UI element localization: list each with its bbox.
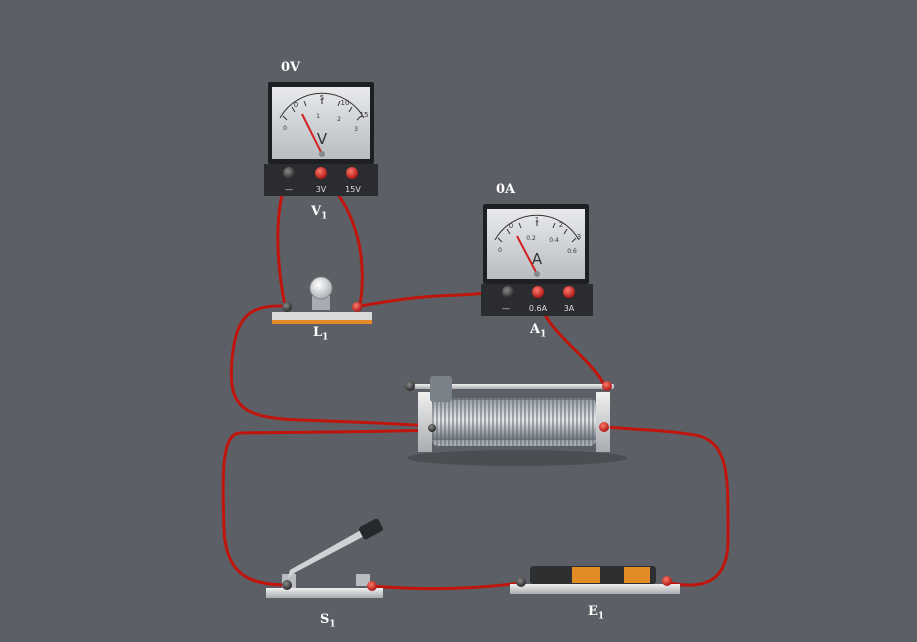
wire-lamp-rheostat[interactable] (229, 304, 434, 428)
switch-terminal-right[interactable] (367, 581, 377, 591)
rheostat-slider[interactable] (430, 376, 452, 402)
ammeter-scale-bottom-2: 0.4 (549, 237, 559, 244)
voltmeter-scale-bottom-2: 2 (337, 116, 341, 123)
ammeter-scale-top-2: 2 (559, 221, 563, 229)
ammeter-label-letter: A (530, 322, 541, 337)
lamp-label-sub: 1 (322, 332, 329, 343)
ammeter-label-sub: 1 (540, 329, 547, 340)
voltmeter-terminal-label-3v: 3V (316, 185, 327, 194)
voltmeter-scale-bottom-1: 1 (316, 113, 320, 120)
lamp-label-letter: L (313, 325, 323, 340)
ammeter-needle (516, 235, 538, 275)
rheostat-shadow (407, 450, 627, 466)
voltmeter-label-sub: 1 (321, 211, 328, 222)
voltmeter-scale-top-1: 5 (320, 94, 324, 102)
voltmeter-scale-arc (279, 92, 365, 119)
battery-label-sub: 1 (597, 611, 605, 622)
ammeter-reading: 0A (496, 182, 516, 197)
wire-rheostat-switch[interactable] (221, 428, 434, 587)
rheostat-terminal-top-right[interactable] (602, 381, 612, 391)
rheostat[interactable] (405, 376, 627, 466)
wires (221, 174, 730, 591)
rheostat-terminal-slider-end[interactable] (405, 381, 415, 391)
rheostat-coil (432, 398, 596, 446)
ammeter-scale-bottom-0: 0 (498, 247, 502, 254)
voltmeter-pivot (319, 151, 325, 157)
rheostat-terminal-bottom-left[interactable] (428, 424, 436, 432)
lamp-label: L1 (313, 325, 328, 343)
ammeter-terminal-label-0-6a: 0.6A (529, 304, 548, 313)
lamp-terminal-left[interactable] (282, 302, 292, 312)
ammeter-terminal-neg[interactable] (502, 286, 514, 298)
switch-blade[interactable] (288, 526, 372, 578)
bulb-icon (309, 276, 333, 300)
ammeter[interactable]: 0 1 2 3 0 0.2 0.4 0.6 A — 0.6A 3A (481, 204, 593, 316)
ammeter-terminal-label-neg: — (502, 304, 510, 313)
voltmeter-reading: 0V (281, 60, 301, 75)
switch-terminal-left[interactable] (282, 580, 292, 590)
rheostat-right-bracket (596, 392, 610, 452)
battery-holder-base (510, 584, 680, 594)
battery[interactable] (510, 566, 680, 594)
voltmeter-ticks (282, 98, 362, 121)
switch-contact (356, 574, 370, 586)
ammeter-scale-top-0: 0 (509, 222, 513, 230)
ammeter-scale-top-3: 3 (577, 233, 581, 241)
voltmeter-label-letter: V (311, 204, 322, 219)
voltmeter-scale-bottom-3: 3 (354, 126, 358, 133)
ammeter-terminal-label-3a: 3A (564, 304, 575, 313)
switch-label: S1 (320, 612, 336, 630)
voltmeter-scale-top-0: 0 (294, 101, 298, 109)
battery-terminal-neg[interactable] (516, 577, 526, 587)
switch-label-sub: 1 (329, 619, 336, 630)
ammeter-scale-top-1: 1 (535, 216, 539, 224)
ammeter-ticks (497, 220, 577, 243)
battery-cell-1-label (572, 567, 600, 583)
switch[interactable] (266, 518, 384, 598)
battery-label: E1 (588, 604, 604, 622)
voltmeter[interactable]: 0 5 10 15 0 1 2 3 V — 3V 15V (264, 82, 378, 196)
lamp-base-top (272, 312, 372, 322)
ammeter-scale-arc (494, 214, 580, 241)
voltmeter-terminal-label-neg: — (285, 185, 293, 194)
battery-terminal-pos[interactable] (662, 576, 672, 586)
ammeter-dial-plate (487, 209, 585, 279)
battery-cell-2-label (624, 567, 650, 583)
lamp-socket (312, 296, 330, 310)
ammeter-scale-bottom-1: 0.2 (526, 235, 536, 242)
wire-switch-battery[interactable] (368, 581, 522, 591)
voltmeter-unit-symbol: V (317, 130, 328, 148)
rheostat-terminal-bottom-right[interactable] (599, 422, 609, 432)
rheostat-left-bracket (418, 392, 432, 452)
voltmeter-terminal-3v[interactable] (315, 167, 327, 179)
ammeter-scale-bottom-3: 0.6 (567, 248, 577, 255)
voltmeter-scale-top-2: 10 (341, 99, 350, 107)
switch-label-letter: S (320, 612, 330, 627)
ammeter-unit-symbol: A (532, 250, 543, 268)
voltmeter-scale-top-3: 15 (360, 111, 369, 119)
switch-handle[interactable] (358, 518, 384, 541)
voltmeter-dial-plate (272, 87, 370, 159)
ammeter-label: A1 (530, 322, 546, 340)
ammeter-pivot (534, 271, 540, 277)
voltmeter-label: V1 (311, 204, 327, 222)
battery-label-letter: E (588, 604, 598, 619)
voltmeter-scale-bottom-0: 0 (283, 125, 287, 132)
lamp-terminal-right[interactable] (352, 302, 362, 312)
rheostat-slide-rail (414, 384, 614, 389)
lamp-base-stripe (272, 320, 372, 324)
ammeter-terminal-0-6a[interactable] (532, 286, 544, 298)
voltmeter-terminal-label-15v: 15V (345, 185, 361, 194)
voltmeter-needle (301, 113, 323, 155)
voltmeter-terminal-15v[interactable] (346, 167, 358, 179)
wire-battery-rheostat[interactable] (604, 425, 730, 587)
lamp[interactable] (272, 276, 372, 324)
switch-base (266, 588, 383, 598)
ammeter-terminal-3a[interactable] (563, 286, 575, 298)
voltmeter-terminal-neg[interactable] (283, 167, 295, 179)
